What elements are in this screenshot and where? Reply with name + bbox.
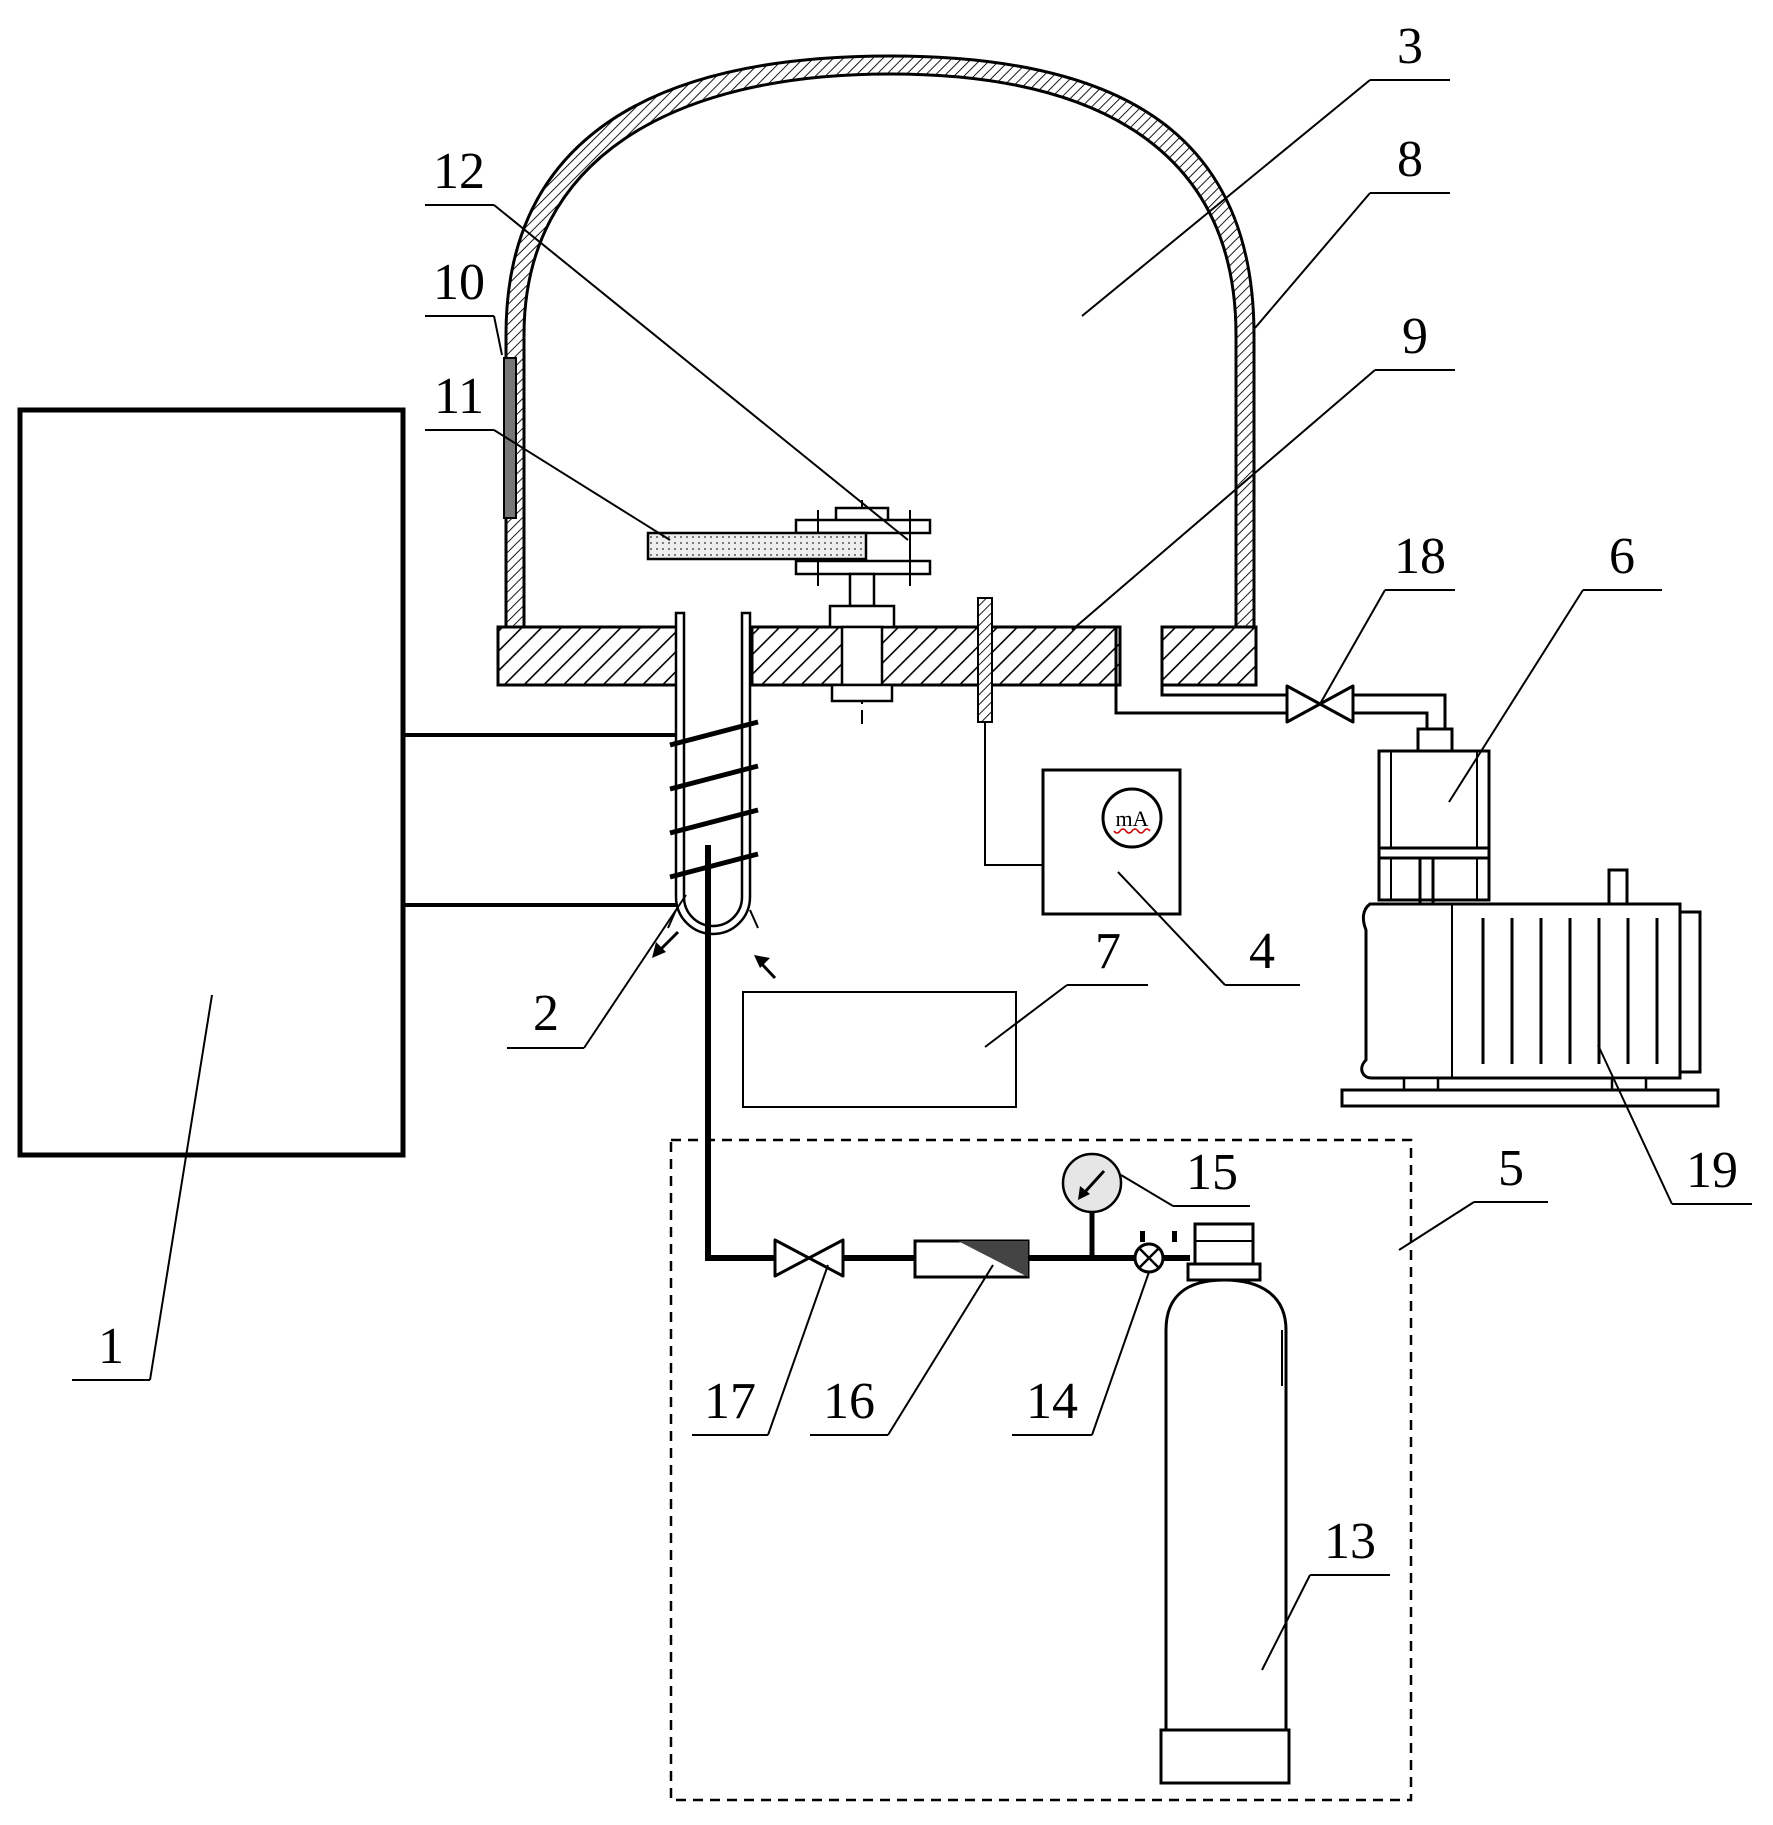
vacuum-line-lower [1114, 627, 1287, 715]
coil-turn-1 [669, 719, 759, 748]
holder-post [848, 572, 876, 608]
pump-exhaust-port [1607, 868, 1629, 906]
label-1: 1 [98, 1318, 124, 1375]
label-17: 17 [704, 1373, 756, 1430]
label-15: 15 [1186, 1144, 1238, 1201]
valve-17 [773, 1238, 845, 1278]
leader-5 [1398, 1201, 1475, 1251]
pump-line-outer [1353, 693, 1447, 729]
leader-10 [493, 315, 503, 356]
leader-1 [149, 994, 213, 1381]
label-11: 11 [434, 368, 484, 425]
probe-lead [984, 722, 1043, 866]
cylinder-neck [1186, 1262, 1262, 1282]
label-14: 14 [1026, 1373, 1078, 1430]
leader-12 [493, 204, 909, 541]
label-18: 18 [1394, 528, 1446, 585]
holder-feedthrough-top [828, 604, 896, 629]
holder-bottom-nut [830, 683, 894, 703]
leader-3 [1081, 79, 1371, 317]
gas-cylinder-13 [1164, 1278, 1288, 1732]
base-plate-right [1160, 625, 1258, 687]
label-7: 7 [1095, 923, 1121, 980]
base-plate-center [750, 625, 1122, 687]
leader-17 [767, 1264, 829, 1436]
label-10: 10 [433, 254, 485, 311]
gauge-needle [1082, 1169, 1106, 1195]
label-5: 5 [1498, 1140, 1524, 1197]
leader-14 [1091, 1271, 1150, 1436]
u-tube-outlet-right [749, 909, 759, 929]
pump-motor-endcap [1678, 910, 1702, 1074]
leader-9 [1071, 369, 1376, 631]
base-plate-left [496, 625, 680, 687]
leader-19 [1597, 1044, 1673, 1205]
label-9: 9 [1402, 308, 1428, 365]
gauge-needle-head [1078, 1186, 1090, 1200]
leader-13 [1261, 1574, 1311, 1671]
pump-foot-left [1402, 1076, 1440, 1092]
label-8: 8 [1397, 131, 1423, 188]
flow-arrow-out-head [652, 942, 666, 958]
pump-baseplate [1340, 1088, 1720, 1108]
cylinder-cap [1193, 1222, 1255, 1266]
label-4: 4 [1249, 923, 1275, 980]
flowmeter-16-fill [958, 1241, 1028, 1277]
valve-14-handle-right [1172, 1231, 1177, 1242]
gas-inlet-line [705, 845, 775, 1261]
coil-turn-2 [669, 763, 759, 792]
leader-16 [887, 1264, 994, 1436]
trap-inlet [1416, 727, 1454, 753]
label-16: 16 [823, 1373, 875, 1430]
label-3: 3 [1397, 18, 1423, 75]
label-2: 2 [533, 985, 559, 1042]
coil-turn-3 [669, 807, 759, 836]
leader-15 [1120, 1174, 1174, 1207]
valve-14-cross-b [1138, 1247, 1160, 1269]
u-tube [674, 611, 752, 936]
viewing-window [503, 357, 517, 519]
cylinder-foot [1159, 1728, 1291, 1785]
coil-turn-4 [669, 851, 759, 880]
component-7-box [742, 991, 1017, 1108]
power-supply-box [17, 407, 406, 1158]
pump-line-inner [1353, 711, 1429, 729]
flow-arrow-in-head [754, 955, 770, 968]
vacuum-chamber-dome [504, 54, 1256, 629]
valve-14-handle-left [1140, 1231, 1145, 1242]
specimen [646, 531, 868, 561]
leader-18 [1319, 589, 1386, 705]
label-12: 12 [433, 143, 485, 200]
vacuum-line-upper [1160, 685, 1287, 697]
holder-feedthrough-body [840, 625, 884, 687]
milliammeter-box [1041, 768, 1182, 916]
leader-2 [583, 894, 687, 1049]
electrode-probe [977, 597, 993, 723]
leader-8 [1254, 192, 1371, 329]
vacuum-pump-19 [1360, 902, 1682, 1080]
label-13: 13 [1324, 1513, 1376, 1570]
leader-7 [984, 984, 1068, 1048]
leader-11 [493, 429, 671, 541]
milliammeter-unit-underline [1113, 828, 1151, 834]
label-19: 19 [1686, 1142, 1738, 1199]
label-6: 6 [1609, 528, 1635, 585]
leader-4 [1117, 871, 1226, 986]
milliammeter-unit: mA [1116, 806, 1149, 831]
gas-supply-enclosure [669, 1138, 1413, 1802]
flow-arrow-out [658, 930, 680, 952]
leader-6 [1448, 589, 1584, 803]
